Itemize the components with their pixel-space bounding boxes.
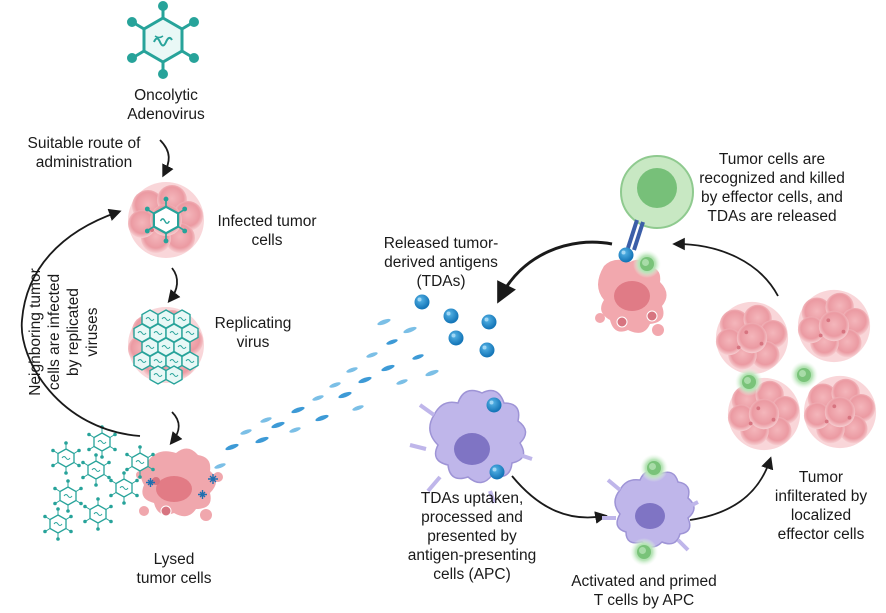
label-line: cells (APC) bbox=[433, 566, 511, 583]
label-line: Released tumor- bbox=[383, 235, 499, 252]
label-line: Activated and primed bbox=[571, 573, 717, 590]
label-recognized: Tumor cells are recognized and killed by… bbox=[684, 150, 860, 226]
label-line: administration bbox=[35, 154, 133, 171]
label-line: TDAs are released bbox=[707, 208, 837, 225]
t-cell-icon bbox=[633, 250, 661, 278]
label-line: T cells by APC bbox=[593, 592, 695, 609]
label-line: (TDAs) bbox=[416, 273, 466, 290]
label-line: Adenovirus bbox=[127, 106, 205, 123]
label-oncolytic-adenovirus: Oncolytic Adenovirus bbox=[118, 86, 214, 124]
label-line: presented by bbox=[427, 528, 517, 545]
label-line: derived antigens bbox=[384, 254, 498, 271]
antigen-icon bbox=[414, 294, 497, 358]
arrow-icon bbox=[159, 139, 174, 178]
label-line: by effector cells, and bbox=[701, 189, 843, 206]
arrow-icon bbox=[20, 208, 141, 437]
tumor-cell-icon bbox=[595, 259, 667, 336]
arrow-icon bbox=[511, 475, 608, 524]
label-line: Tumor cells are bbox=[718, 151, 826, 168]
antigen-icon bbox=[486, 397, 502, 413]
label-line: recognized and killed bbox=[699, 170, 845, 187]
tumor-cell-icon bbox=[128, 182, 204, 258]
arrow-icon bbox=[497, 240, 613, 304]
antigen-icon bbox=[489, 464, 505, 480]
label-line: TDAs uptaken, bbox=[420, 490, 524, 507]
arrow-icon bbox=[689, 456, 774, 521]
label-lysed-tumor: Lysed tumor cells bbox=[124, 550, 224, 588]
antigen-icon bbox=[214, 318, 439, 469]
label-tdas-uptaken: TDAs uptaken, processed and presented by… bbox=[402, 489, 542, 584]
label-line: tumor cells bbox=[136, 570, 212, 587]
label-replicating-virus: Replicating virus bbox=[208, 314, 298, 352]
label-activated-tcells: Activated and primed T cells by APC bbox=[566, 572, 722, 610]
label-line: by replicated bbox=[65, 288, 82, 376]
antigen-icon bbox=[146, 474, 218, 499]
antigen-icon bbox=[618, 247, 634, 263]
tumor-cell-icon bbox=[128, 307, 204, 385]
apc-icon bbox=[409, 389, 533, 504]
label-line: localized bbox=[790, 507, 852, 524]
adenovirus-icon bbox=[42, 424, 156, 542]
label-line: infilterated by bbox=[774, 488, 868, 505]
arrow-icon bbox=[672, 237, 779, 297]
t-cell-icon bbox=[620, 155, 694, 251]
label-neighboring: Neighboring tumor cells are infected by … bbox=[26, 257, 102, 407]
label-line: antigen-presenting bbox=[407, 547, 537, 564]
arrow-icon bbox=[169, 411, 183, 445]
label-line: cells are infected bbox=[46, 273, 63, 391]
label-line: viruses bbox=[84, 307, 101, 357]
label-line: virus bbox=[236, 334, 270, 351]
label-tumor-infiltrated: Tumor infilterated by localized effector… bbox=[762, 468, 880, 544]
label-line: Replicating bbox=[214, 315, 292, 332]
label-line: cells bbox=[251, 232, 283, 249]
apc-icon bbox=[602, 470, 699, 552]
label-route: Suitable route of administration bbox=[18, 134, 150, 172]
label-line: effector cells bbox=[777, 526, 865, 543]
label-line: Suitable route of bbox=[27, 135, 141, 152]
label-line: Infected tumor bbox=[217, 213, 317, 230]
label-released-tdas: Released tumor- derived antigens (TDAs) bbox=[376, 234, 506, 291]
arrow-icon bbox=[167, 267, 181, 303]
label-infected-tumor: Infected tumor cells bbox=[208, 212, 326, 250]
label-line: processed and bbox=[421, 509, 523, 526]
tumor-cell-icon bbox=[136, 448, 223, 521]
label-line: Neighboring tumor bbox=[27, 268, 44, 396]
adenovirus-icon bbox=[127, 1, 199, 79]
label-line: Oncolytic bbox=[134, 87, 198, 104]
label-line: Lysed bbox=[153, 551, 195, 568]
label-line: Tumor bbox=[798, 469, 844, 486]
